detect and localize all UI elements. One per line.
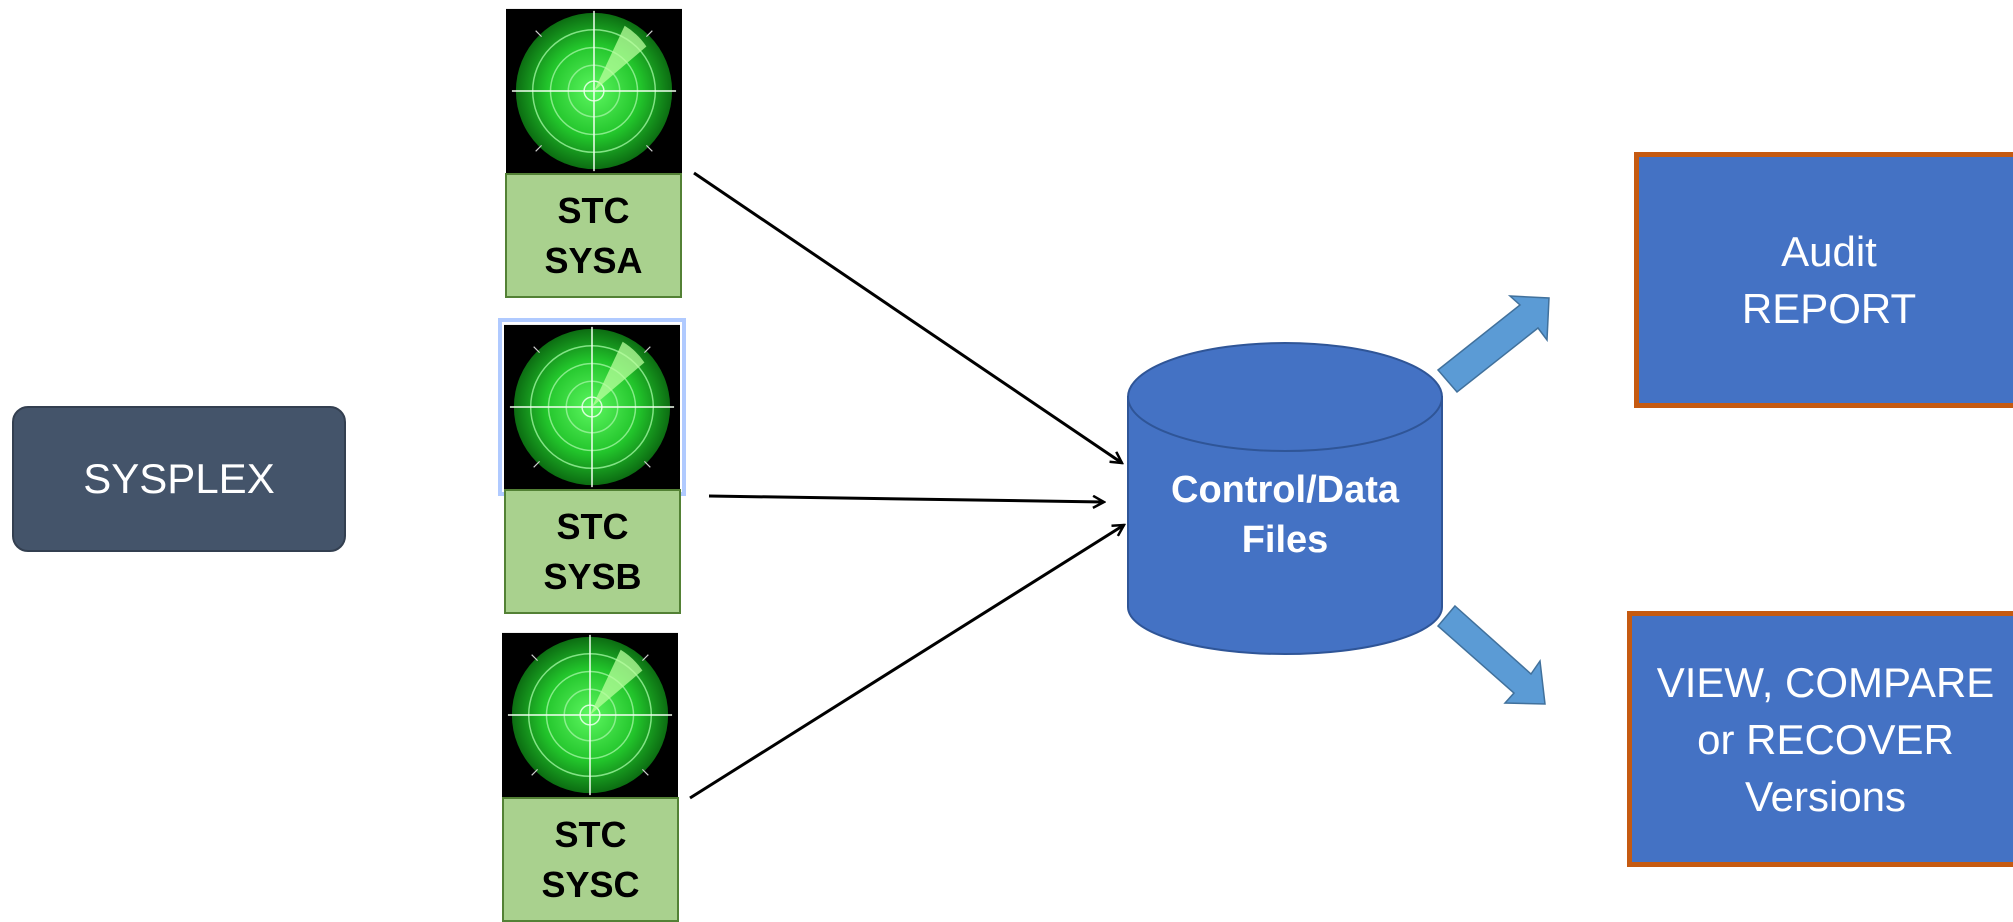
stc-sysc-label-box: STC SYSC — [502, 797, 679, 922]
storage-line1: Control/Data — [1171, 469, 1399, 511]
storage-line2: Files — [1241, 519, 1329, 561]
stc-sysb-label-box: STC SYSB — [504, 489, 681, 614]
radar-icon — [502, 632, 678, 798]
versions-line2: or RECOVER — [1697, 715, 1954, 763]
stc-sysa-line2: SYSA — [544, 239, 643, 281]
radar-icon — [498, 318, 686, 496]
radar-icon — [506, 8, 682, 174]
audit-report-box: Audit REPORT — [1634, 152, 2013, 408]
storage-label: Control/Data Files — [1128, 455, 1442, 575]
sysplex-node: SYSPLEX — [12, 406, 346, 552]
stc-sysc-line2: SYSC — [541, 863, 640, 905]
arrow-sysb-to-storage — [708, 494, 1104, 502]
arrow-sysc-to-storage — [689, 525, 1124, 800]
stc-sysb-line2: SYSB — [543, 555, 642, 597]
versions-box: VIEW, COMPARE or RECOVER Versions — [1627, 611, 2013, 867]
storage-cylinder — [1127, 342, 1443, 655]
audit-line1: Audit — [1781, 228, 1877, 275]
block-arrow-up — [1436, 295, 1550, 394]
stc-sysb-line1: STC — [556, 505, 629, 547]
block-arrow-down — [1436, 604, 1546, 705]
versions-line3: Versions — [1744, 772, 1907, 820]
arrow-sysa-to-storage — [693, 171, 1122, 463]
stc-sysc-line1: STC — [554, 813, 627, 855]
audit-line2: REPORT — [1741, 285, 1917, 332]
versions-line1: VIEW, COMPARE — [1656, 658, 1995, 706]
stc-sysa-label-box: STC SYSA — [505, 173, 682, 298]
stc-sysa-line1: STC — [557, 189, 630, 231]
sysplex-label: SYSPLEX — [83, 455, 275, 502]
